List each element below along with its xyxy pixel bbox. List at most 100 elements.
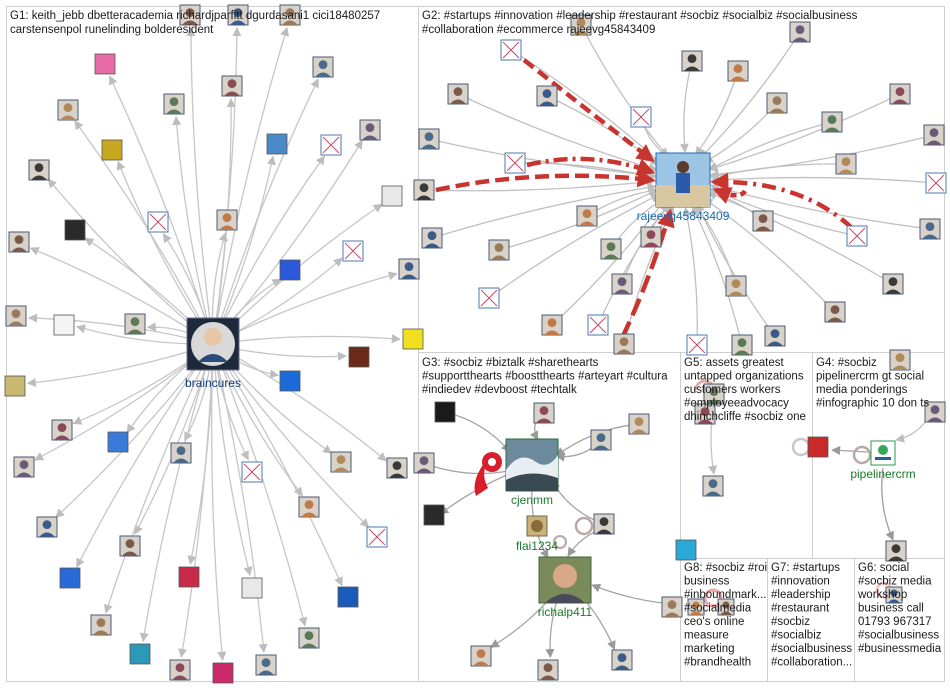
profile-node[interactable]: [612, 650, 632, 670]
profile-node[interactable]: [299, 628, 319, 648]
profile-node[interactable]: [52, 420, 72, 440]
profile-node[interactable]: [349, 347, 369, 367]
broken-image-node[interactable]: [148, 212, 168, 232]
profile-node[interactable]: [280, 260, 300, 280]
profile-node[interactable]: [676, 540, 696, 560]
profile-node[interactable]: [217, 210, 237, 230]
profile-node[interactable]: [422, 228, 442, 248]
broken-image-node[interactable]: [926, 173, 946, 193]
profile-node[interactable]: [403, 329, 423, 349]
profile-node[interactable]: [299, 497, 319, 517]
broken-image-node[interactable]: [343, 241, 363, 261]
profile-node[interactable]: [108, 432, 128, 452]
profile-node[interactable]: [534, 403, 554, 423]
profile-node[interactable]: [213, 663, 233, 683]
hub-node-flai1234[interactable]: flai1234: [516, 516, 558, 553]
profile-node[interactable]: [825, 302, 845, 322]
profile-node[interactable]: [836, 154, 856, 174]
profile-node[interactable]: [641, 227, 661, 247]
profile-node[interactable]: [542, 315, 562, 335]
profile-node[interactable]: [612, 274, 632, 294]
hub-node-cjenmm[interactable]: cjenmm: [506, 439, 558, 507]
profile-node[interactable]: [387, 458, 407, 478]
profile-node[interactable]: [399, 259, 419, 279]
profile-node[interactable]: [448, 84, 468, 104]
profile-node[interactable]: [5, 376, 25, 396]
profile-node[interactable]: [130, 644, 150, 664]
profile-node[interactable]: [883, 274, 903, 294]
profile-node[interactable]: [726, 276, 746, 296]
profile-node[interactable]: [222, 76, 242, 96]
hub-node-braincures[interactable]: braincures: [185, 318, 241, 390]
profile-node[interactable]: [95, 54, 115, 74]
profile-node[interactable]: [58, 100, 78, 120]
profile-node[interactable]: [242, 578, 262, 598]
broken-image-node[interactable]: [631, 107, 651, 127]
profile-node[interactable]: [753, 211, 773, 231]
profile-node[interactable]: [629, 414, 649, 434]
profile-node[interactable]: [120, 536, 140, 556]
profile-node[interactable]: [338, 587, 358, 607]
broken-image-node[interactable]: [505, 153, 525, 173]
profile-node[interactable]: [435, 402, 455, 422]
profile-node[interactable]: [29, 160, 49, 180]
profile-node[interactable]: [537, 86, 557, 106]
profile-node[interactable]: [767, 93, 787, 113]
profile-node[interactable]: [790, 22, 810, 42]
broken-image-node[interactable]: [242, 462, 262, 482]
profile-node[interactable]: [614, 334, 634, 354]
profile-node[interactable]: [890, 350, 910, 370]
profile-node[interactable]: [886, 541, 906, 561]
profile-node[interactable]: [331, 452, 351, 472]
profile-node[interactable]: [280, 371, 300, 391]
profile-node[interactable]: [471, 646, 491, 666]
profile-node[interactable]: [662, 597, 682, 617]
profile-node[interactable]: [6, 306, 26, 326]
profile-node[interactable]: [414, 453, 434, 473]
broken-image-node[interactable]: [479, 288, 499, 308]
profile-node[interactable]: [414, 180, 434, 200]
profile-node[interactable]: [102, 140, 122, 160]
profile-node[interactable]: [682, 51, 702, 71]
profile-node[interactable]: [256, 655, 276, 675]
profile-node[interactable]: [924, 125, 944, 145]
profile-node[interactable]: [732, 335, 752, 355]
broken-image-node[interactable]: [687, 335, 707, 355]
profile-node[interactable]: [37, 517, 57, 537]
profile-node[interactable]: [60, 568, 80, 588]
profile-node[interactable]: [9, 232, 29, 252]
profile-node[interactable]: [489, 240, 509, 260]
profile-node[interactable]: [54, 315, 74, 335]
broken-image-node[interactable]: [588, 315, 608, 335]
profile-node[interactable]: [179, 567, 199, 587]
profile-node[interactable]: [594, 514, 614, 534]
profile-node[interactable]: [382, 186, 402, 206]
profile-node[interactable]: [14, 457, 34, 477]
profile-node[interactable]: [591, 430, 611, 450]
profile-node[interactable]: [267, 134, 287, 154]
profile-node[interactable]: [424, 505, 444, 525]
hub-node-richalp411[interactable]: richalp411: [538, 557, 593, 619]
profile-node[interactable]: [920, 219, 940, 239]
broken-image-node[interactable]: [367, 527, 387, 547]
profile-node[interactable]: [171, 443, 191, 463]
broken-image-node[interactable]: [501, 40, 521, 60]
profile-node[interactable]: [164, 94, 184, 114]
profile-node[interactable]: [170, 660, 190, 680]
profile-node[interactable]: [360, 120, 380, 140]
profile-node[interactable]: [577, 206, 597, 226]
profile-node[interactable]: [728, 61, 748, 81]
profile-node[interactable]: [765, 326, 785, 346]
profile-node[interactable]: [601, 239, 621, 259]
profile-node[interactable]: [419, 129, 439, 149]
profile-node[interactable]: [538, 660, 558, 680]
hub-node-rajeevg45843409[interactable]: rajeevg45843409: [637, 153, 730, 223]
profile-node[interactable]: [313, 57, 333, 77]
profile-node[interactable]: [890, 84, 910, 104]
broken-image-node[interactable]: [321, 135, 341, 155]
profile-node[interactable]: [703, 476, 723, 496]
profile-node[interactable]: [822, 112, 842, 132]
profile-node[interactable]: [125, 314, 145, 334]
broken-image-node[interactable]: [847, 226, 867, 246]
profile-node[interactable]: [91, 615, 111, 635]
